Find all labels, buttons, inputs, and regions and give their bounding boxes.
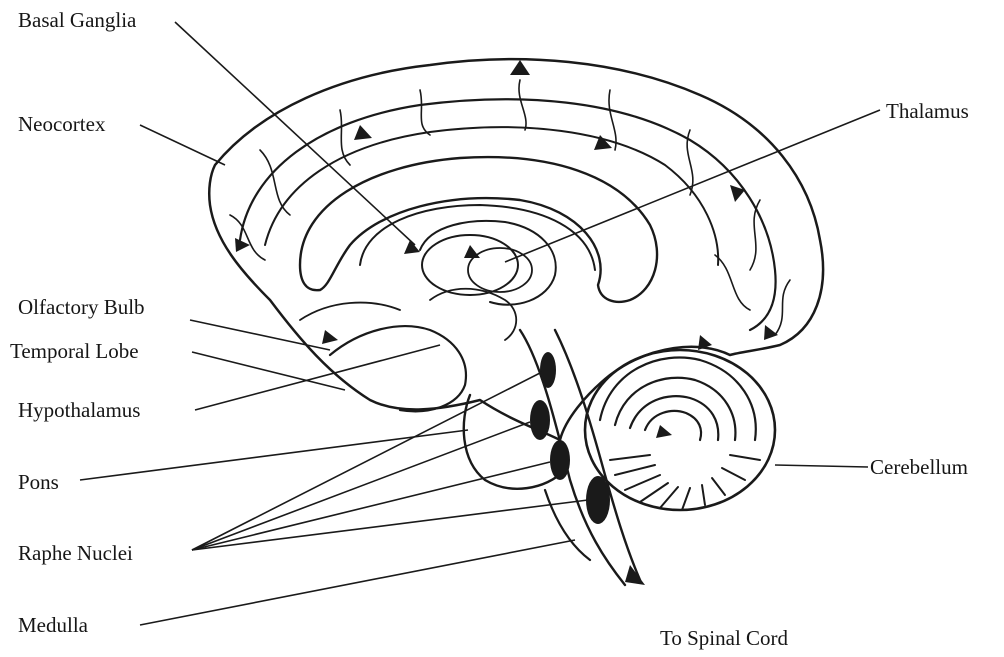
- leader-hypothalamus: [195, 345, 440, 410]
- thalamus-shape: [422, 235, 518, 295]
- leader-thalamus: [505, 110, 880, 262]
- leader-neocortex: [140, 125, 225, 165]
- cerebellum-shape: [585, 350, 775, 510]
- leader-pons: [80, 430, 468, 480]
- label-pons: Pons: [18, 470, 59, 494]
- leader-raphe-3: [192, 462, 550, 550]
- label-to-spinal-cord: To Spinal Cord: [660, 626, 788, 650]
- raphe-nucleus-2: [530, 400, 550, 440]
- label-medulla: Medulla: [18, 613, 88, 637]
- label-olfactory-bulb: Olfactory Bulb: [18, 295, 145, 319]
- leader-raphe-2: [192, 422, 530, 550]
- label-basal-ganglia: Basal Ganglia: [18, 8, 136, 32]
- label-cerebellum: Cerebellum: [870, 455, 968, 479]
- label-neocortex: Neocortex: [18, 112, 105, 136]
- leader-olfactory: [190, 320, 330, 350]
- leader-raphe-4: [192, 500, 588, 550]
- raphe-nucleus-1: [540, 352, 556, 388]
- leader-cerebellum: [775, 465, 868, 467]
- corpus-callosum: [300, 157, 657, 302]
- leader-temporal: [192, 352, 345, 390]
- label-raphe-nuclei: Raphe Nuclei: [18, 541, 133, 565]
- label-thalamus: Thalamus: [886, 99, 969, 123]
- leader-medulla: [140, 540, 575, 625]
- label-temporal-lobe: Temporal Lobe: [10, 339, 139, 363]
- label-hypothalamus: Hypothalamus: [18, 398, 140, 422]
- raphe-nucleus-3: [550, 440, 570, 480]
- raphe-nucleus-4: [586, 476, 610, 524]
